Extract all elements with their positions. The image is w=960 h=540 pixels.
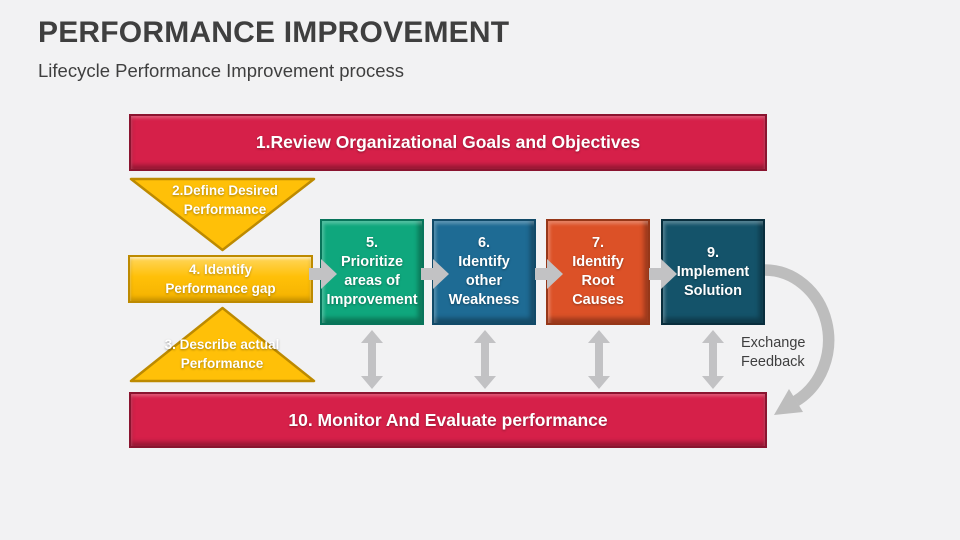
flow-arrow-vertical-icon bbox=[474, 330, 496, 389]
flow-arrow-right-icon bbox=[421, 259, 449, 289]
step6-identify-weakness-box: 6. Identify other Weakness bbox=[432, 219, 536, 325]
flow-arrow-right-icon bbox=[309, 259, 337, 289]
step2-label: 2.Define Desired Performance bbox=[172, 183, 278, 217]
step7-root-causes-box: 7. Identify Root Causes bbox=[546, 219, 650, 325]
feedback-curve-arrow-icon bbox=[763, 264, 835, 415]
step9-implement-box: 9. Implement Solution bbox=[661, 219, 765, 325]
step1-review-goals-banner: 1.Review Organizational Goals and Object… bbox=[129, 114, 767, 171]
step3-label: 3. Describe actual Performance bbox=[164, 337, 280, 371]
flow-arrow-vertical-icon bbox=[588, 330, 610, 389]
flow-arrow-right-icon bbox=[535, 259, 563, 289]
step3-triangle-up-shape bbox=[129, 306, 316, 383]
page-subtitle: Lifecycle Performance Improvement proces… bbox=[38, 60, 405, 81]
step2-triangle-down-shape bbox=[129, 177, 316, 252]
page-title: PERFORMANCE IMPROVEMENT bbox=[38, 16, 510, 49]
flow-arrow-vertical-icon bbox=[702, 330, 724, 389]
flow-arrow-vertical-icon bbox=[361, 330, 383, 389]
step4-identify-gap-rect: 4. Identify Performance gap bbox=[128, 255, 313, 303]
exchange-feedback-label: Exchange Feedback bbox=[741, 335, 806, 370]
flow-arrow-right-icon bbox=[649, 259, 677, 289]
step10-label: 10. Monitor And Evaluate performance bbox=[288, 409, 608, 430]
step10-monitor-banner: 10. Monitor And Evaluate performance bbox=[129, 392, 767, 448]
step1-label: 1.Review Organizational Goals and Object… bbox=[255, 132, 641, 152]
